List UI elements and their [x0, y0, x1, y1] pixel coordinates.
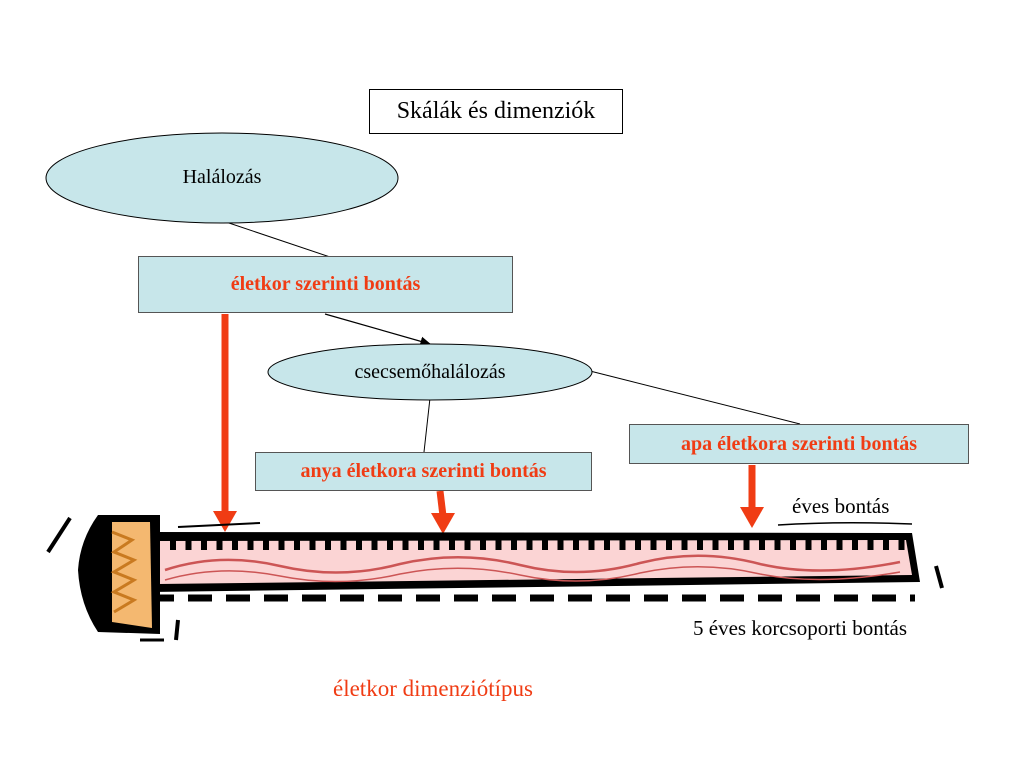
ruler-tooth	[201, 538, 207, 550]
ruler-tooth	[852, 538, 858, 550]
ruler-tooth	[650, 538, 657, 550]
ruler-tooth	[666, 538, 672, 550]
connector-csecsemo-apa	[589, 370, 801, 425]
ruler-tooth	[263, 538, 269, 550]
ruler-tooth	[309, 538, 316, 550]
ruler-tooth	[294, 538, 300, 550]
ruler-tooth	[743, 538, 750, 550]
ellipse-csecsemo	[267, 343, 593, 401]
ellipse-halalozas	[45, 132, 399, 224]
eves-underline	[777, 521, 913, 526]
red-arrow-apa	[740, 465, 764, 528]
ruler-tooth	[759, 538, 765, 550]
connector-csecsemo-anya	[423, 397, 431, 453]
ruler-tooth	[495, 538, 502, 550]
ruler-tooth	[247, 538, 254, 550]
ruler-tooth	[464, 538, 471, 550]
ruler-tooth	[542, 538, 548, 550]
ruler-tooth	[883, 538, 889, 550]
ruler-tooth	[356, 538, 362, 550]
ruler-tooth	[728, 538, 734, 550]
ruler-tooth	[278, 538, 285, 550]
ruler-tooth	[557, 538, 564, 550]
node-halalozas: Halálozás	[182, 166, 262, 188]
connector-halalozas-eletkor	[225, 221, 331, 258]
box-apa-eletkora: apa életkora szerinti bontás	[629, 424, 969, 464]
ruler-tooth	[588, 538, 595, 550]
ruler-tooth	[511, 538, 517, 550]
diagram-title: Skálák és dimenziók	[369, 89, 623, 134]
arrow-eletkor-csecsemo	[324, 313, 432, 346]
ruler-tooth	[433, 538, 440, 550]
ruler-tooth	[340, 538, 347, 550]
ruler-tooth	[604, 538, 610, 550]
ruler-tooth	[867, 538, 874, 550]
ruler-tooth	[480, 538, 486, 550]
ruler-tooth	[697, 538, 703, 550]
ruler-tooth	[635, 538, 641, 550]
ruler-tooth	[898, 538, 905, 550]
ruler-tooth	[821, 538, 827, 550]
label-eletkor-dimenziotipus: életkor dimenziótípus	[333, 676, 533, 701]
screw-ruler-graphic	[46, 515, 944, 642]
ruler-tooth	[790, 538, 796, 550]
ruler-tooth	[418, 538, 424, 550]
ruler-tooth	[387, 538, 393, 550]
red-arrow-eletkor	[213, 314, 237, 532]
node-csecsemohalalozas: csecsemőhalálozás	[354, 360, 506, 383]
ruler-tooth	[185, 538, 192, 550]
ruler-tooth	[216, 538, 223, 550]
ruler-tooth	[805, 538, 812, 550]
ruler-tooth	[371, 538, 378, 550]
ruler-tooth	[681, 538, 688, 550]
ruler-tooth	[170, 538, 176, 550]
label-eves-bontas: éves bontás	[792, 494, 890, 518]
box-anya-eletkora: anya életkora szerinti bontás	[255, 452, 592, 491]
ruler-tooth	[573, 538, 579, 550]
ruler-tooth	[232, 538, 238, 550]
ruler-tooth	[774, 538, 781, 550]
ruler-tooth	[449, 538, 455, 550]
ruler-tooth	[325, 538, 331, 550]
ruler-tooth	[526, 538, 533, 550]
box-eletkor-szerinti-bontas: életkor szerinti bontás	[138, 256, 513, 313]
red-arrow-anya	[431, 490, 455, 534]
ruler-tooth	[402, 538, 409, 550]
ruler-tooth	[619, 538, 626, 550]
ruler-tooth	[836, 538, 843, 550]
ruler-tooth	[712, 538, 719, 550]
label-5-eves-korcsoporti: 5 éves korcsoporti bontás	[693, 616, 908, 640]
